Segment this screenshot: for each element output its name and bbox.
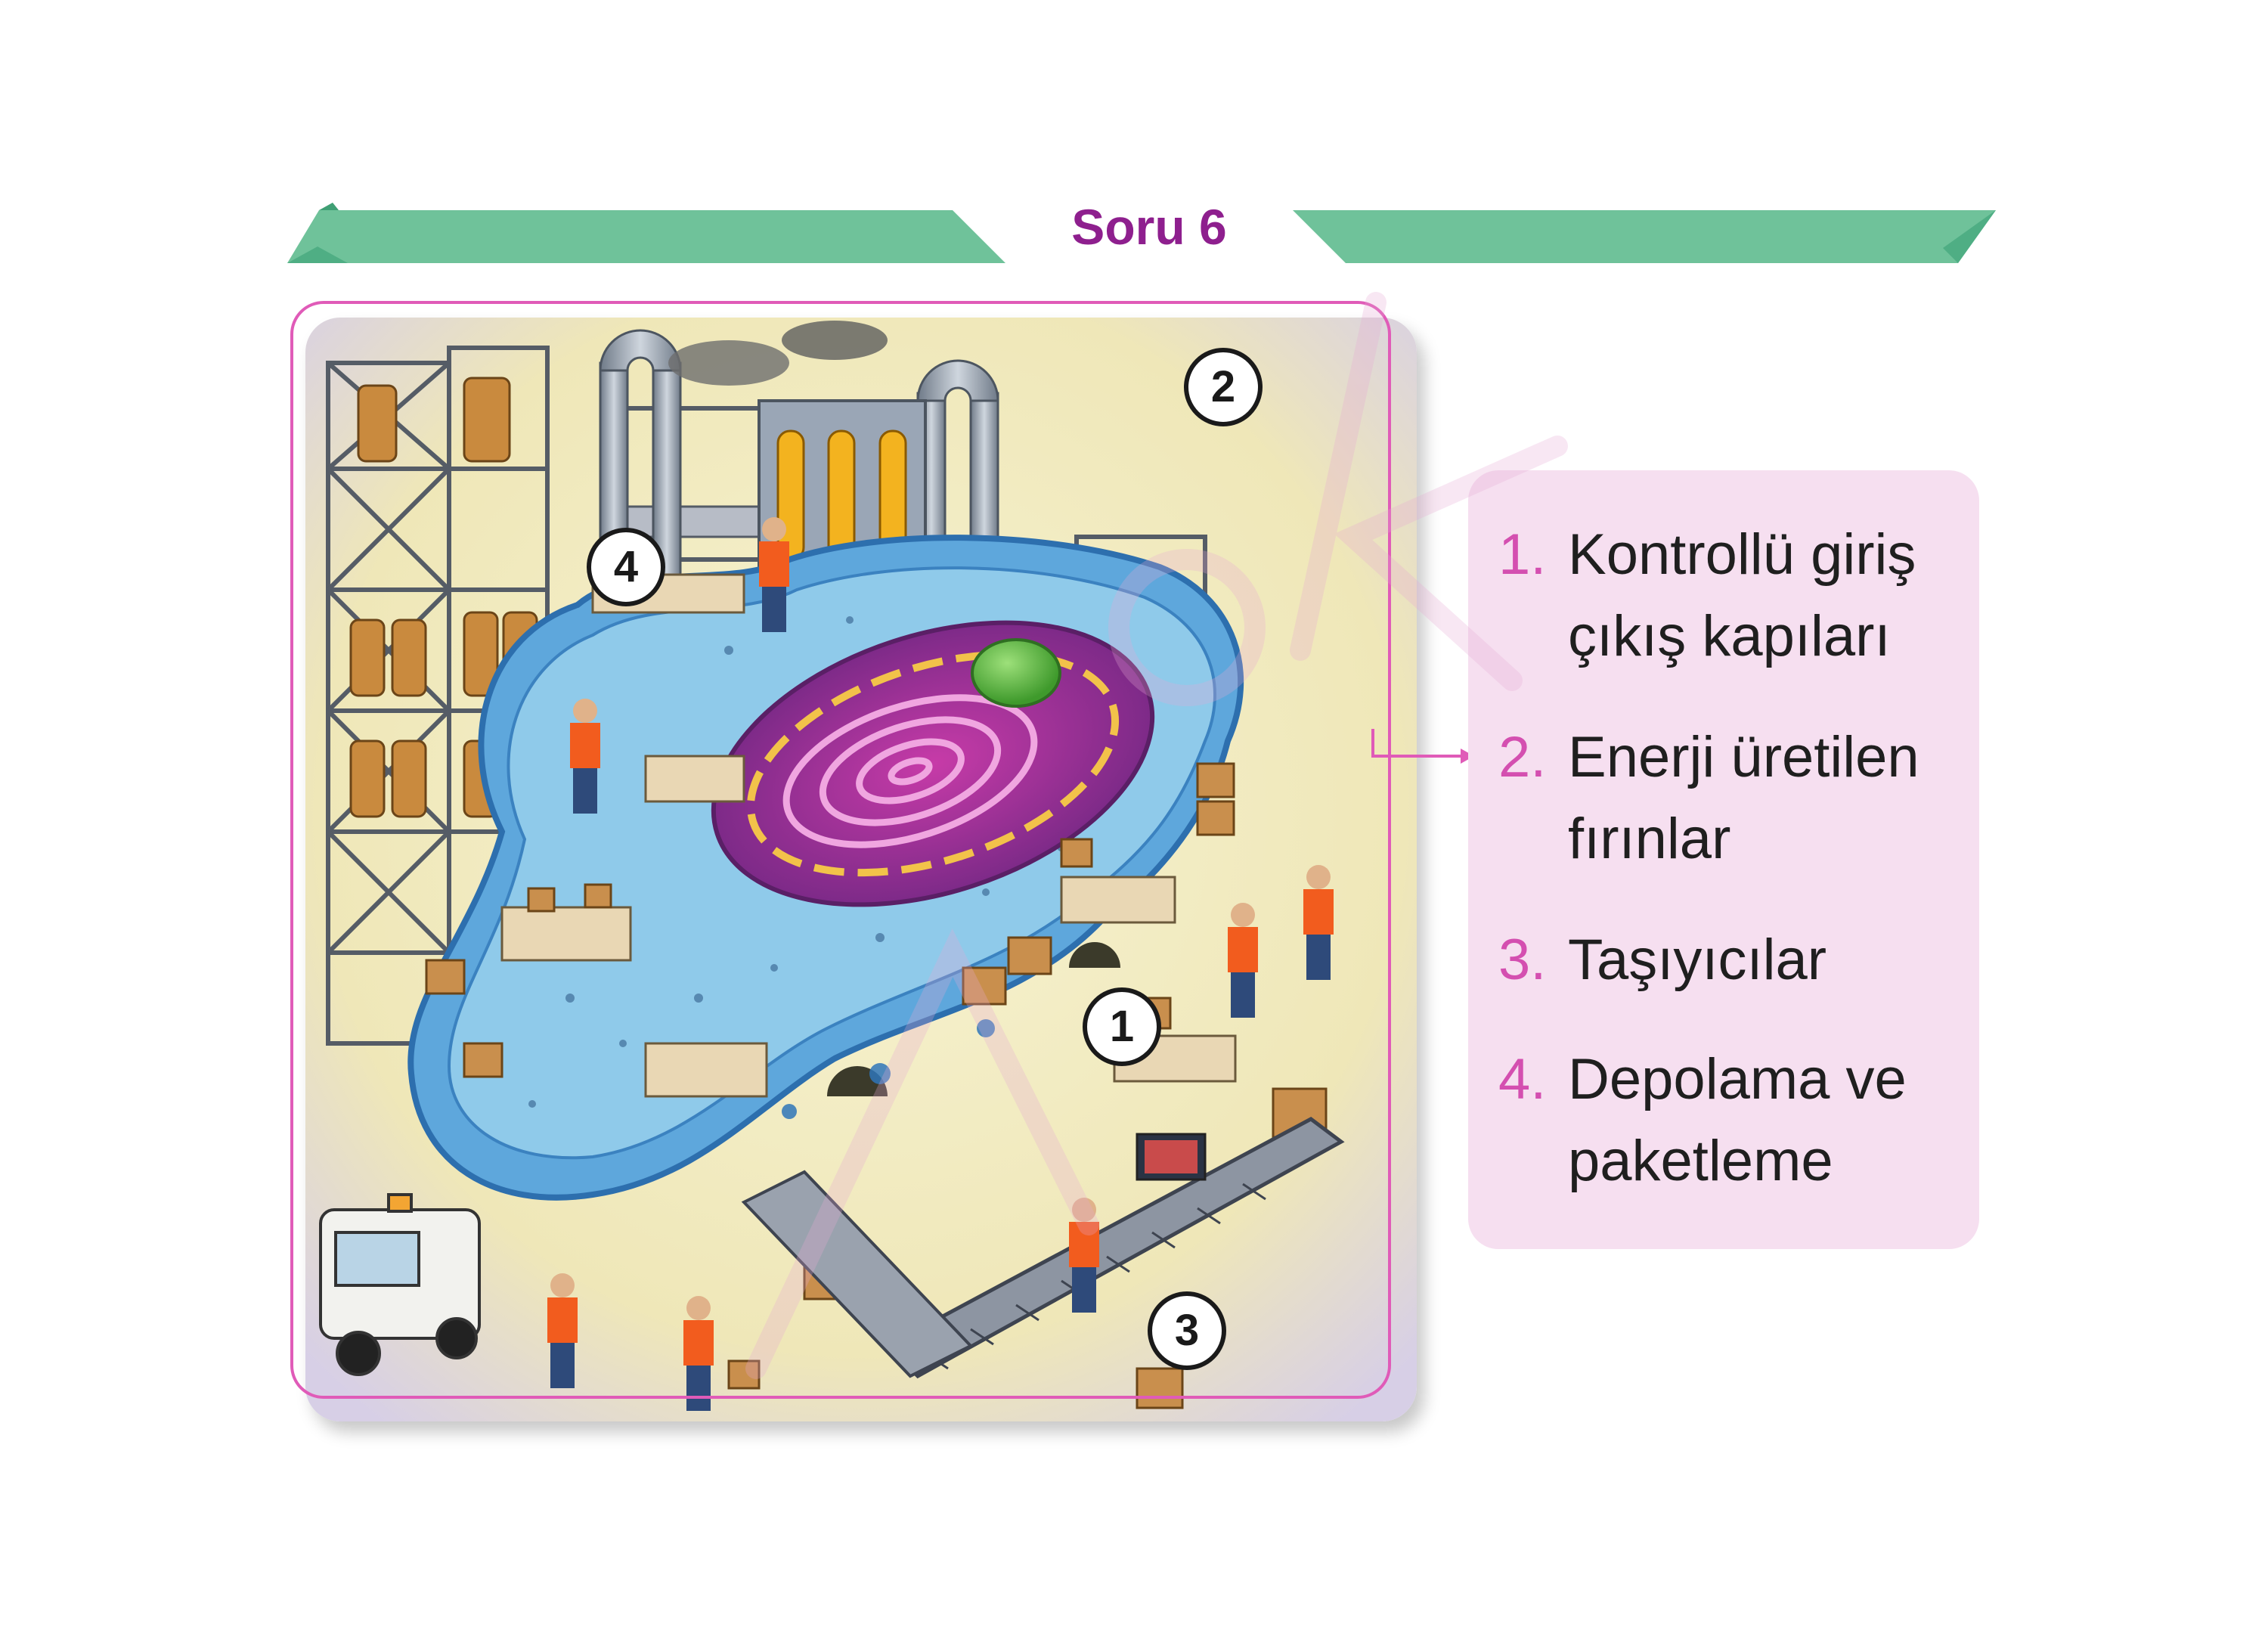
legend-number: 2.: [1498, 725, 1547, 789]
legend-text: Enerji üretilen fırınlar: [1568, 725, 1919, 871]
legend-number: 3.: [1498, 928, 1547, 992]
page-title: Soru 6: [1071, 199, 1227, 255]
cell-factory-illustration: [305, 318, 1417, 1421]
legend-item: 3. Taşıyıcılar: [1498, 919, 1982, 1001]
legend-number: 1.: [1498, 522, 1547, 587]
title-banner-left: [287, 203, 1005, 266]
connector-arrow: [1371, 729, 1474, 764]
legend-text: Taşıyıcılar: [1568, 928, 1827, 992]
legend-text: Kontrollü giriş çıkış kapıları: [1568, 522, 1916, 668]
legend-panel: 1. Kontrollü giriş çıkış kapıları 2. Ene…: [1468, 470, 1979, 1249]
legend-item: 2. Enerji üretilen fırınlar: [1498, 717, 1982, 880]
marker-3: 3: [1148, 1291, 1226, 1370]
legend-text: Depolama ve paketleme: [1568, 1047, 1907, 1193]
legend-item: 4. Depolama ve paketleme: [1498, 1039, 1982, 1202]
legend-number: 4.: [1498, 1047, 1547, 1111]
marker-2: 2: [1184, 348, 1263, 426]
marker-1: 1: [1083, 987, 1161, 1066]
figure-frame: [290, 301, 1391, 1399]
title-banner-right: [1293, 203, 1996, 266]
marker-4: 4: [587, 528, 665, 606]
legend-item: 1. Kontrollü giriş çıkış kapıları: [1498, 514, 1982, 677]
